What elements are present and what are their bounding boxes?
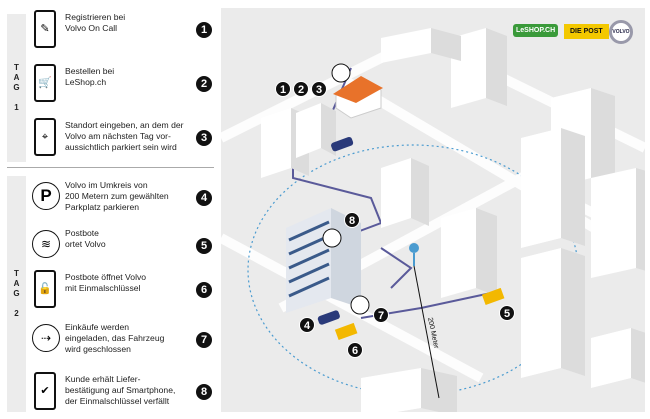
step-number-badge: 1	[196, 22, 212, 38]
volvo-logo: VOLVO	[609, 20, 633, 44]
isometric-city-map: 200 Meter 1 2 3 8 7 4 6 5 LeSHOP.CH DIE …	[221, 8, 645, 412]
map-marker-8: 8	[344, 212, 360, 228]
phone-edit-icon: ✎	[34, 10, 56, 48]
step-number-badge: 6	[196, 282, 212, 298]
step-text-line: ortet Volvo	[65, 239, 106, 249]
step-text-line: Einkäufe werden	[65, 322, 130, 332]
leshop-logo: LeSHOP.CH	[513, 24, 559, 37]
step-text-line: Postbote öffnet Volvo	[65, 272, 147, 282]
building	[521, 128, 585, 248]
step-text-line: Kunde erhält Liefer-	[65, 374, 141, 384]
step-number-badge: 8	[196, 384, 212, 400]
phone-map-pin-icon: ⌖	[34, 118, 56, 156]
building	[521, 248, 585, 378]
step-text-line: 200 Metern zum gewählten	[65, 191, 169, 201]
step-text-line: Registrieren bei	[65, 12, 126, 22]
phone-check-lock-icon: ✔	[34, 372, 56, 410]
step-text-line: Bestellen bei	[65, 66, 115, 76]
parking-icon: P	[32, 182, 60, 210]
step-text-line: Parkplatz parkieren	[65, 202, 140, 212]
step-number-badge: 5	[196, 238, 212, 254]
map-marker-2: 2	[293, 81, 309, 97]
car-load-icon: ⇢	[32, 324, 60, 352]
day-divider	[7, 167, 214, 168]
die-post-logo: DIE POST	[564, 24, 609, 39]
map-marker-4: 4	[299, 317, 315, 333]
step-text-line: Volvo On Call	[65, 23, 118, 33]
building	[361, 368, 457, 412]
map-marker-5: 5	[499, 305, 515, 321]
step-text-line: Standort eingeben, an dem der	[65, 120, 184, 130]
phone-unlock-icon: 🔓	[34, 270, 56, 308]
building	[441, 208, 497, 298]
step-number-badge: 7	[196, 332, 212, 348]
building	[381, 28, 461, 63]
building	[296, 103, 336, 158]
step-text-line: LeShop.ch	[65, 77, 107, 87]
step-text-line: Postbote	[65, 228, 99, 238]
building	[591, 168, 645, 278]
wifi-icon: ≋	[32, 230, 60, 258]
map-marker-3: 3	[311, 81, 327, 97]
step-number-badge: 2	[196, 76, 212, 92]
step-number-badge: 3	[196, 130, 212, 146]
step-number-badge: 4	[196, 190, 212, 206]
map-marker-7: 7	[373, 307, 389, 323]
map-marker-1: 1	[275, 81, 291, 97]
map-marker-6: 6	[347, 342, 363, 358]
building	[381, 158, 429, 228]
step-text-line: bestätigung auf Smartphone,	[65, 385, 176, 395]
step-8: ✔ Kunde erhält Liefer-bestätigung auf Sma…	[34, 372, 214, 412]
phone-cart-icon: 🛒	[34, 64, 56, 102]
building	[591, 328, 645, 388]
step-description: Kunde erhält Liefer-bestätigung auf Smar…	[65, 374, 205, 407]
step-text-line: Volvo im Umkreis von	[65, 180, 148, 190]
step-text-line: Volvo am nächsten Tag vor-	[65, 131, 171, 141]
step-text-line: wird geschlossen	[65, 344, 131, 354]
step-text-line: mit Einmalschlüssel	[65, 283, 141, 293]
step-text-line: eingeladen, das Fahrzeug	[65, 333, 165, 343]
step-text-line: der Einmalschlüssel verfällt	[65, 396, 170, 406]
step-text-line: aussichtlich parkiert sein wird	[65, 142, 177, 152]
